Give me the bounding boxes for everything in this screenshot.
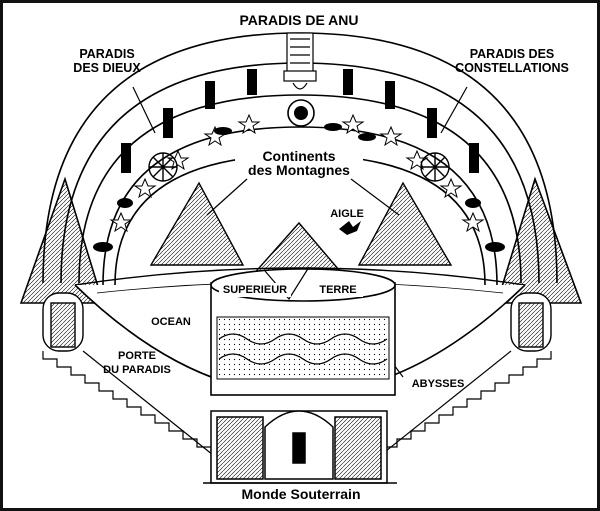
label-abysses: ABYSSES: [411, 378, 465, 390]
stairs-right: [370, 350, 552, 483]
label-paradis-des-dieux: PARADIS DES DIEUX: [73, 47, 141, 75]
star-icons: [109, 113, 485, 233]
diagram-drawing: [19, 32, 583, 484]
zodiac-animal-icons: [93, 123, 505, 252]
label-continents-des-montagnes: Continents des Montagnes: [235, 149, 363, 177]
label-monde-souterrain: Monde Souterrain: [241, 486, 361, 502]
gate-left-icon: [42, 292, 84, 352]
zodiac-wheel-left-icon: [148, 152, 178, 182]
continent-mountains: [149, 181, 453, 278]
label-ocean: OCEAN: [151, 316, 191, 328]
label-paradis-des-constellations: PARADIS DES CONSTELLATIONS: [455, 47, 569, 75]
label-porte-du-paradis: PORTE DU PARADIS: [103, 350, 171, 376]
earth-cylinder: [210, 266, 396, 396]
underworld-gate: [203, 410, 397, 484]
label-aigle: AIGLE: [330, 208, 364, 220]
sun-icon: [287, 99, 315, 127]
deity-figure-icons: [121, 69, 479, 173]
zodiac-wheel-right-icon: [420, 152, 450, 182]
label-paradis-de-anu: PARADIS DE ANU: [239, 12, 359, 28]
label-superieur: SUPERIEUR: [219, 283, 291, 297]
gate-right-icon: [510, 292, 552, 352]
eagle-icon: [339, 221, 361, 235]
label-terre: TERRE: [313, 283, 363, 297]
anu-shrine: [283, 32, 317, 90]
stairs-left: [42, 350, 224, 483]
